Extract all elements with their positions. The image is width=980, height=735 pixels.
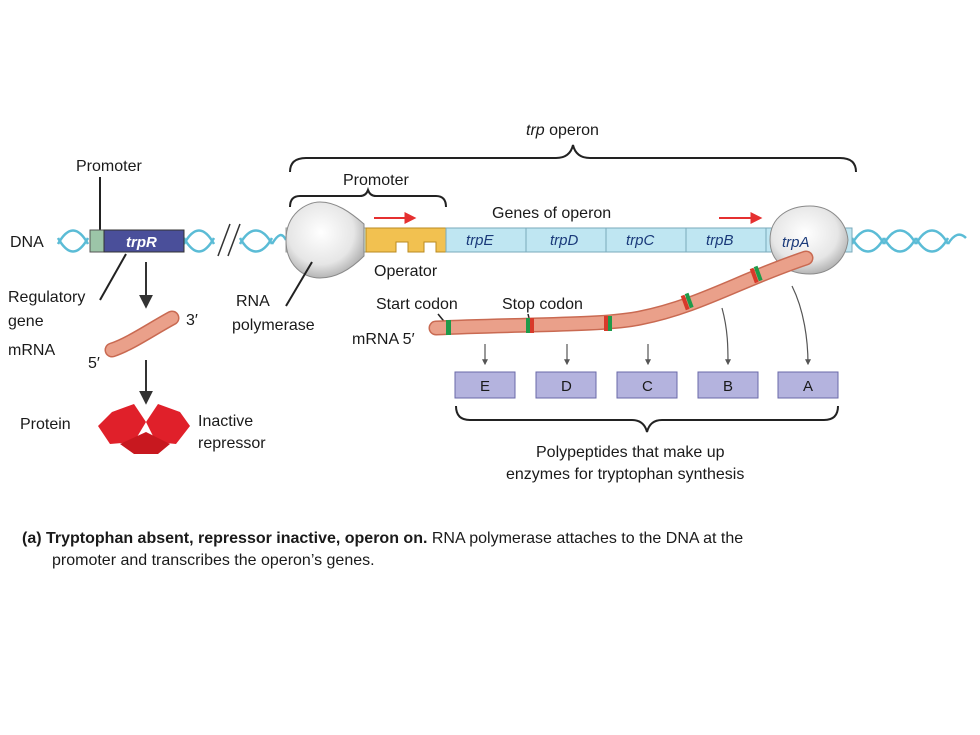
regulatory-pointer <box>99 253 127 301</box>
inactive-label-2: repressor <box>198 435 266 452</box>
dna-helix <box>56 229 967 253</box>
caption-text-1: RNA polymerase attaches to the DNA at th… <box>427 530 744 547</box>
caption-bold: (a) Tryptophan absent, repressor inactiv… <box>22 530 428 547</box>
rna-pol-pointer <box>285 261 313 307</box>
promoter-operon-label: Promoter <box>343 172 409 189</box>
genes-of-operon-label: Genes of operon <box>492 205 611 222</box>
trpR-label: trpR <box>126 234 157 251</box>
polypeptides-brace <box>455 405 839 433</box>
codon-marks <box>446 265 763 335</box>
operon-title: trp operon <box>526 122 599 139</box>
regulatory-label-2: gene <box>8 313 44 330</box>
polypeptides-label-2: enzymes for tryptophan synthesis <box>506 466 744 483</box>
inactive-repressor <box>98 404 190 454</box>
mrna-5-label: mRNA 5′ <box>352 331 415 348</box>
operator-shape <box>365 227 447 253</box>
operon-mrna <box>430 252 812 334</box>
start-codon-label: Start codon <box>376 296 458 313</box>
figure-caption: (a) Tryptophan absent, repressor inactiv… <box>22 528 922 572</box>
gene-label-trpD: trpD <box>550 232 579 249</box>
polypeptide-C: C <box>642 378 653 395</box>
polypeptide-D: D <box>561 378 572 395</box>
dna-break-marks <box>217 223 241 257</box>
operon-brace <box>289 144 857 173</box>
three-prime-label: 3′ <box>186 312 198 329</box>
inactive-label-1: Inactive <box>198 413 253 430</box>
gene-label-trpB: trpB <box>706 232 734 249</box>
polypeptide-E: E <box>480 378 490 395</box>
rna-polymerase-left <box>285 201 365 279</box>
gene-label-trpC: trpC <box>626 232 655 249</box>
gene-label-trpA: trpA <box>782 234 810 251</box>
trpR-gene-box <box>103 229 185 253</box>
caption-text-2: promoter and transcribes the operon’s ge… <box>52 552 375 569</box>
mrna-left-label: mRNA <box>8 342 55 359</box>
polypeptides-label-1: Polypeptides that make up <box>536 444 725 461</box>
regulatory-promoter-box <box>89 229 105 253</box>
operator-label: Operator <box>374 263 438 280</box>
rna-pol-label-2: polymerase <box>232 317 315 334</box>
polypeptide-A: A <box>803 378 813 395</box>
polypeptide-B: B <box>723 378 733 395</box>
protein-label: Protein <box>20 416 71 433</box>
rna-pol-label-1: RNA <box>236 293 270 310</box>
regulatory-label-1: Regulatory <box>8 289 85 306</box>
polypeptide-boxes <box>454 371 839 399</box>
stop-codon-label: Stop codon <box>502 296 583 313</box>
promoter-left-label: Promoter <box>76 158 142 175</box>
promoter-brace <box>289 186 447 208</box>
translation-arrows <box>482 285 811 366</box>
five-prime-label: 5′ <box>88 355 100 372</box>
dna-label: DNA <box>10 234 44 251</box>
gene-label-trpE: trpE <box>466 232 495 249</box>
